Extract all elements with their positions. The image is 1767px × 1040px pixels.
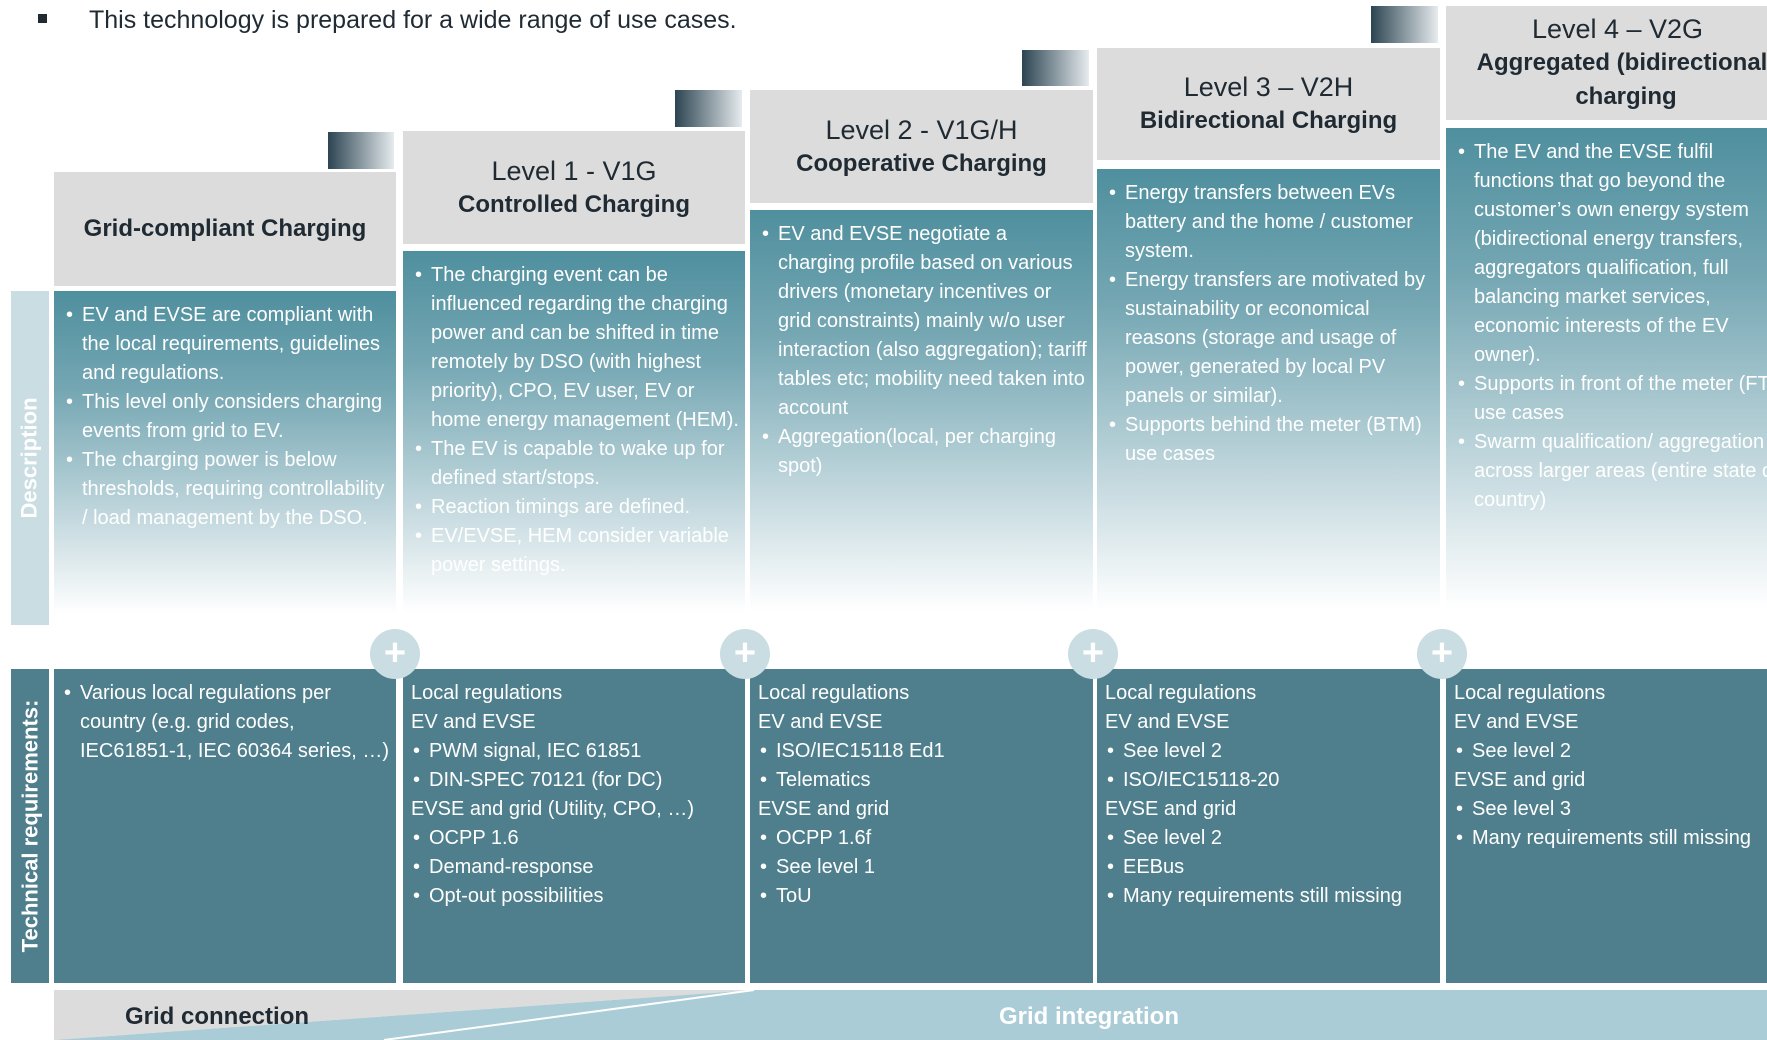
description-bullet: Energy transfers between EVs battery and…: [1107, 179, 1434, 266]
tech-bullet: Many requirements still missing: [1454, 824, 1761, 853]
header-tab: [328, 132, 394, 169]
description-bullet: Swarm qualification/ aggregation across …: [1456, 428, 1767, 515]
plus-icon: +: [370, 629, 420, 679]
description-label: Description: [17, 397, 42, 519]
description-bullet: Reaction timings are defined.: [413, 493, 739, 522]
description-bullet: Aggregation(local, per charging spot): [760, 423, 1087, 481]
tech-bullet: Telematics: [758, 766, 1087, 795]
tech-group-label: Local regulations: [411, 682, 563, 704]
column-title: Level 3 – V2H: [1183, 72, 1354, 102]
description-grid-compliant: EV and EVSE are compliant with the local…: [54, 291, 396, 624]
description-bullet: Supports behind the meter (BTM) use case…: [1107, 411, 1434, 469]
description-level-2: EV and EVSE negotiate a charging profile…: [750, 210, 1093, 624]
tech-group-label: EVSE and grid (Utility, CPO, …): [411, 798, 695, 820]
grid-connection-label: Grid connection: [125, 1003, 310, 1030]
description-level-3: Energy transfers between EVs battery and…: [1097, 169, 1440, 624]
header-tab: [1022, 50, 1089, 86]
plus-icon: +: [1068, 629, 1118, 679]
column-header-level-4: Level 4 – V2G Aggregated (bidirectional)…: [1446, 6, 1767, 120]
header-tab: [1371, 6, 1438, 43]
description-bullet: Supports in front of the meter (FTM) use…: [1456, 370, 1767, 428]
column-title: Level 2 - V1G/H: [825, 114, 1018, 145]
description-bullet: EV and EVSE are compliant with the local…: [64, 301, 390, 388]
description-bullet: EV/EVSE, HEM consider variable power set…: [413, 522, 739, 580]
column-header-grid-compliant: Grid-compliant Charging: [54, 172, 396, 286]
description-bullet: The EV is capable to wake up for defined…: [413, 435, 739, 493]
tech-bullet: PWM signal, IEC 61851: [411, 737, 739, 766]
tech-bullet: ISO/IEC15118 Ed1: [758, 737, 1087, 766]
tech-bullet: ISO/IEC15118-20: [1105, 766, 1434, 795]
tech-bullet: OCPP 1.6: [411, 824, 739, 853]
column-title: Level 4 – V2G: [1531, 14, 1704, 44]
tech-bullet: See level 2: [1454, 737, 1761, 766]
tech-group-label: EV and EVSE: [411, 711, 536, 733]
tech-bullet: Many requirements still missing: [1105, 882, 1434, 911]
tech-grid-compliant: Various local regulations per country (e…: [54, 669, 396, 983]
column-subtitle: Controlled Charging: [458, 190, 690, 218]
description-level-4: The EV and the EVSE fulfil functions tha…: [1446, 128, 1767, 624]
description-bullet: EV and EVSE negotiate a charging profile…: [760, 220, 1087, 423]
column-subtitle: Bidirectional Charging: [1139, 107, 1398, 134]
column-header-level-3: Level 3 – V2H Bidirectional Charging: [1097, 48, 1440, 160]
tech-level-1: Local regulations EV and EVSE PWM signal, …: [403, 669, 745, 983]
description-level-1: The charging event can be influenced reg…: [403, 251, 745, 624]
grid-integration-label: Grid integration: [999, 1003, 1179, 1030]
side-label-description: Description: [11, 291, 49, 625]
description-bullet: Energy transfers are motivated by sustai…: [1107, 266, 1434, 411]
tech-bullet: DIN-SPEC 70121 (for DC): [411, 766, 739, 795]
column-subtitle: Grid-compliant Charging: [83, 215, 367, 242]
plus-icon: +: [1417, 629, 1467, 679]
description-bullet: The charging event can be influenced reg…: [413, 261, 739, 435]
tech-group-label: EV and EVSE: [1105, 711, 1230, 733]
tech-bullet: OCPP 1.6f: [758, 824, 1087, 853]
technical-label: Technical requirements:: [17, 699, 43, 953]
tech-group-label: EVSE and grid: [1454, 769, 1586, 791]
tech-bullet: See level 2: [1105, 737, 1434, 766]
tech-group-label: Local regulations: [1454, 682, 1606, 704]
description-bullet: The EV and the EVSE fulfil functions tha…: [1456, 138, 1767, 370]
tech-level-2: Local regulations EV and EVSE ISO/IEC15118…: [750, 669, 1093, 983]
tech-bullet: See level 1: [758, 853, 1087, 882]
description-bullet: The charging power is below thresholds, …: [64, 446, 390, 533]
column-header-level-2: Level 2 - V1G/H Cooperative Charging: [750, 90, 1093, 203]
tech-group-label: EV and EVSE: [1454, 711, 1579, 733]
tech-bullet: Demand-response: [411, 853, 739, 882]
tech-bullet: ToU: [758, 882, 1087, 911]
band-divider: [383, 990, 755, 1040]
description-bullet: This level only considers charging event…: [64, 388, 390, 446]
tech-group-label: Local regulations: [758, 682, 910, 704]
header-tab: [675, 90, 742, 127]
column-subtitle: Cooperative Charging: [796, 149, 1047, 177]
bottom-band: [54, 990, 1767, 1040]
tech-group-label: EVSE and grid: [1105, 798, 1237, 820]
column-title: Level 1 - V1G: [491, 155, 657, 186]
side-label-technical: Technical requirements:: [11, 669, 49, 983]
intro-line: This technology is prepared for a wide r…: [38, 6, 737, 35]
tech-bullet: See level 2: [1105, 824, 1434, 853]
plus-icon: +: [720, 629, 770, 679]
column-header-level-1: Level 1 - V1G Controlled Charging: [403, 131, 745, 244]
tech-group-label: EV and EVSE: [758, 711, 883, 733]
tech-group-label: EVSE and grid: [758, 798, 890, 820]
tech-bullet: Opt-out possibilities: [411, 882, 739, 911]
tech-level-4: Local regulations EV and EVSE See level 2 E…: [1446, 669, 1767, 983]
tech-group-label: Local regulations: [1105, 682, 1257, 704]
tech-bullet: EEBus: [1105, 853, 1434, 882]
intro-text: This technology is prepared for a wide r…: [89, 6, 737, 34]
tech-bullet: Various local regulations per country (e…: [62, 679, 390, 766]
tech-bullet: See level 3: [1454, 795, 1761, 824]
bullet-square-icon: [38, 13, 47, 23]
column-subtitle: Aggregated (bidirectional) charging: [1476, 49, 1767, 110]
